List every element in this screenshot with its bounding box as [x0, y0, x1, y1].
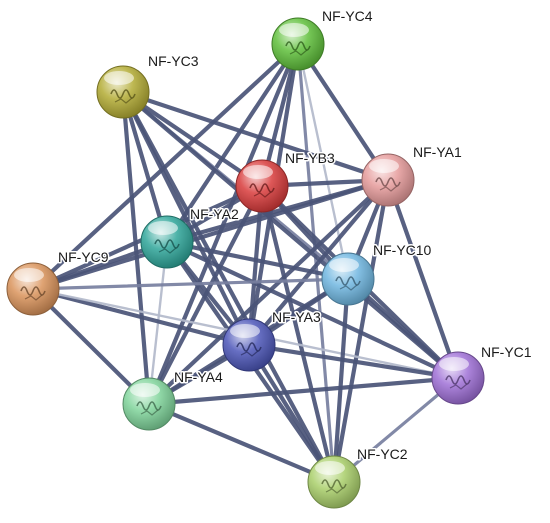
node-label-nf-yc9: NF-YC9 [58, 249, 109, 265]
node-nf-yc2[interactable] [307, 455, 361, 509]
edge-nf-yb3-nf-ya3 [246, 183, 265, 348]
edges-layer [30, 41, 461, 485]
edge-nf-yc3-nf-yb3 [120, 89, 265, 189]
protein-structure-icon [285, 41, 311, 56]
node-label-nf-ya4: NF-YA4 [174, 369, 223, 385]
protein-structure-icon [321, 479, 347, 494]
edge-nf-ya1-nf-ya3 [246, 177, 391, 348]
edge-nf-yc3-nf-ya1 [120, 89, 391, 183]
node-gloss [104, 71, 134, 85]
protein-structure-icon [236, 342, 262, 357]
edge-nf-yc9-nf-yc10 [31, 277, 350, 291]
edge-nf-yc9-nf-ya3 [30, 286, 252, 348]
nodes-layer [6, 17, 485, 509]
node-gloss [230, 324, 260, 338]
node-nf-yc9[interactable] [6, 262, 60, 316]
node-label-nf-yc1: NF-YC1 [481, 344, 532, 360]
protein-structure-icon [335, 276, 361, 291]
protein-structure-icon [375, 177, 401, 192]
edge-nf-yc3-nf-ya4 [120, 89, 152, 407]
edge-nf-ya2-nf-yc10 [164, 239, 351, 282]
edge-nf-yc4-nf-ya1 [295, 41, 391, 183]
edge-nf-yc9-nf-ya4 [30, 286, 152, 407]
protein-structure-icon [154, 239, 180, 254]
node-nf-yc4[interactable] [271, 17, 325, 71]
edge-nf-yc10-nf-yc2 [331, 276, 351, 485]
edge-nf-yc1-nf-yc2 [332, 376, 460, 484]
node-gloss [243, 165, 273, 179]
node-nf-ya2[interactable] [140, 215, 194, 269]
edge-nf-yc1-nf-ya4 [146, 375, 461, 407]
edge-nf-yb3-nf-yc2 [259, 183, 337, 485]
node-label-nf-yc10: NF-YC10 [373, 242, 432, 258]
node-gloss [279, 23, 309, 37]
node-gloss [148, 221, 178, 235]
node-gloss [369, 159, 399, 173]
node-nf-yb3[interactable] [235, 159, 289, 213]
edge-nf-ya3-nf-yc1 [246, 342, 461, 381]
node-label-nf-yb3: NF-YB3 [285, 150, 335, 166]
edge-nf-ya2-nf-yc1 [164, 239, 461, 381]
node-nf-yc3[interactable] [96, 65, 150, 119]
edge-nf-ya1-nf-yc1 [385, 177, 461, 381]
protein-structure-icon [136, 401, 162, 416]
edge-nf-yc4-nf-ya2 [164, 41, 301, 245]
protein-structure-icon [445, 375, 471, 390]
node-nf-yc10[interactable] [321, 252, 375, 306]
node-gloss [329, 258, 359, 272]
node-label-nf-yc4: NF-YC4 [322, 8, 373, 24]
node-label-nf-yc2: NF-YC2 [357, 446, 408, 462]
node-nf-ya4[interactable] [122, 377, 176, 431]
node-label-nf-ya2: NF-YA2 [190, 206, 239, 222]
edge-nf-yc3-nf-yc2 [120, 89, 337, 485]
node-gloss [439, 357, 469, 371]
node-nf-yc1[interactable] [431, 351, 485, 405]
node-nf-ya3[interactable] [222, 318, 276, 372]
protein-structure-icon [249, 183, 275, 198]
node-label-nf-ya1: NF-YA1 [413, 144, 462, 160]
protein-structure-icon [110, 89, 136, 104]
node-nf-ya1[interactable] [361, 153, 415, 207]
node-gloss [130, 383, 160, 397]
node-label-nf-yc3: NF-YC3 [148, 53, 199, 69]
protein-structure-icon [20, 286, 46, 301]
edge-nf-ya4-nf-yc2 [146, 401, 337, 485]
edge-nf-ya1-nf-ya4 [146, 177, 391, 407]
edge-nf-ya3-nf-yc2 [246, 342, 337, 485]
edge-nf-ya1-nf-yc9 [30, 177, 391, 292]
node-gloss [14, 268, 44, 282]
node-gloss [315, 461, 345, 475]
node-label-nf-ya3: NF-YA3 [272, 309, 321, 325]
